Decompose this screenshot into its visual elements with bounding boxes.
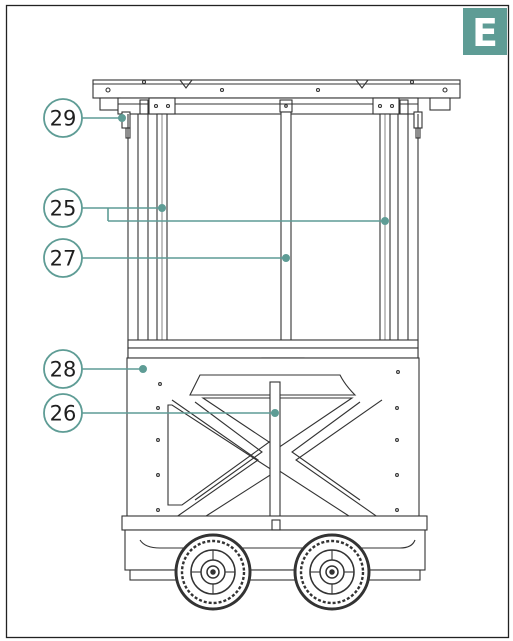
leader-dot-27 [281,254,290,263]
cart-base [121,515,428,581]
cart-drawing [92,79,461,611]
callout-label: 29 [50,107,77,131]
leader-dot-25-b [380,217,389,226]
callout-label: 28 [50,358,77,382]
callout-28: 28 [43,349,83,389]
leader-dot-28 [139,364,148,373]
callout-27: 27 [43,238,83,278]
leader-dot-29 [118,114,127,123]
leader-dot-26 [270,408,279,417]
leader-dot-25-a [158,204,167,213]
lower-panel [126,357,420,521]
wheel-left [174,533,252,611]
callout-label: 27 [50,247,77,271]
top-shelf [92,79,461,111]
callout-label: 26 [50,402,77,426]
vertical-rods [156,113,391,359]
step-badge: E [463,8,507,55]
callout-25: 25 [43,188,83,228]
upper-frame [117,97,419,115]
center-pole [280,111,292,359]
step-badge-background [463,8,507,55]
leader-lines [82,114,389,417]
callout-29: 29 [43,98,83,138]
wheel-right [293,533,371,611]
side-posts [127,114,419,358]
callout-26: 26 [43,393,83,433]
callout-label: 25 [50,197,77,221]
step-letter: E [472,11,498,55]
page-border [5,4,510,639]
